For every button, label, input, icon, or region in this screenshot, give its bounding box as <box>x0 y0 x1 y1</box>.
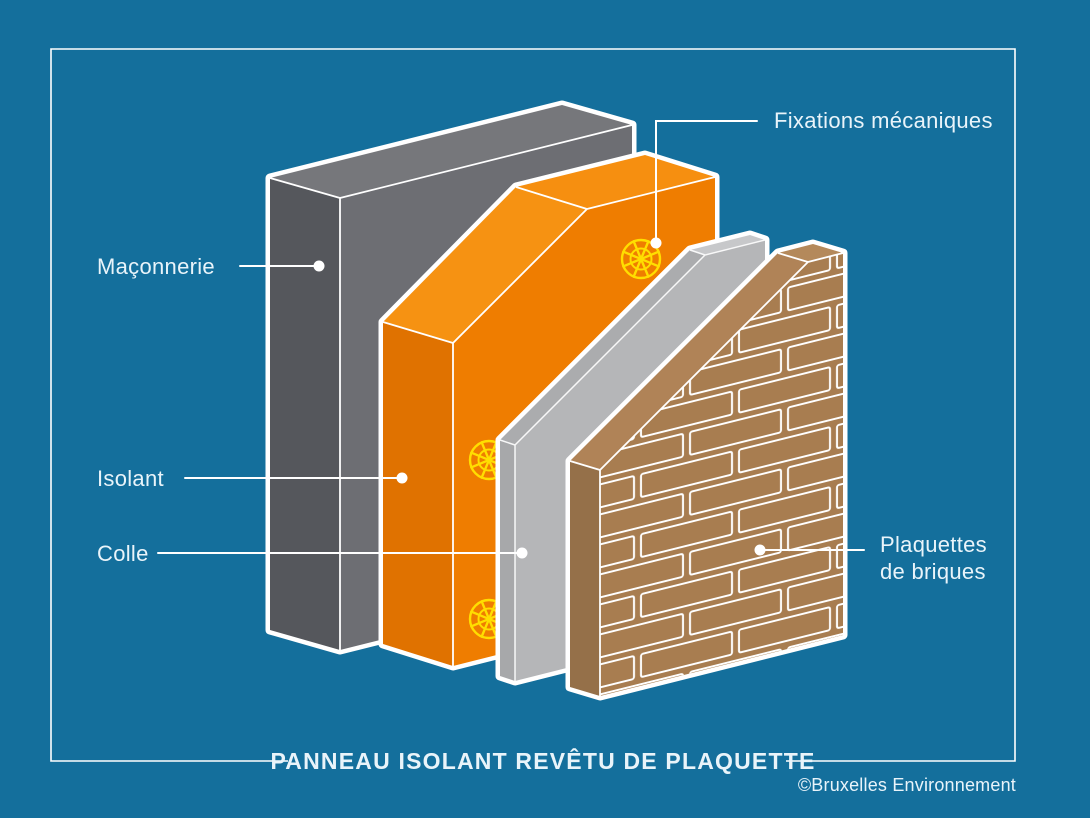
leader-dots <box>313 237 766 559</box>
insulation-chamfer-face <box>383 187 587 343</box>
insulation-top-face <box>516 155 715 209</box>
border-frame <box>50 48 1016 762</box>
cladding-leader-dot <box>754 544 766 556</box>
masonry-top-face <box>270 105 632 198</box>
glue-chamfer-face <box>500 250 705 445</box>
layer-brick-slips <box>565 239 848 701</box>
insulation-edges <box>382 176 716 666</box>
brick-chamfer-face <box>570 253 808 470</box>
diagram-title: PANNEAU ISOLANT REVÊTU DE PLAQUETTE <box>270 747 815 774</box>
brick-side-face <box>570 461 600 696</box>
insulation-leader-dot <box>396 472 408 484</box>
leader-lines <box>157 120 865 554</box>
masonry-edges <box>269 124 633 650</box>
glue-leader-dot <box>516 547 528 559</box>
brick-edges <box>569 252 844 696</box>
glue-edges <box>499 239 766 681</box>
insulation-side-face <box>383 322 453 666</box>
glue-top-face <box>690 235 765 255</box>
label-insulation: Isolant <box>97 466 164 491</box>
label-cladding-line1: Plaquettes <box>880 532 987 557</box>
label-cladding-line2: de briques <box>880 559 986 584</box>
masonry-side-face <box>270 178 340 650</box>
label-glue: Colle <box>97 541 149 566</box>
glue-side-face <box>500 440 515 681</box>
brick-pattern-overlay <box>600 253 843 696</box>
masonry-leader-dot <box>313 260 325 272</box>
fixations-leader-dot <box>650 237 662 249</box>
fixations-leader-line <box>655 120 758 243</box>
label-fixations: Fixations mécaniques <box>774 108 993 133</box>
credit-text: ©Bruxelles Environnement <box>798 775 1016 795</box>
label-masonry: Maçonnerie <box>97 254 215 279</box>
